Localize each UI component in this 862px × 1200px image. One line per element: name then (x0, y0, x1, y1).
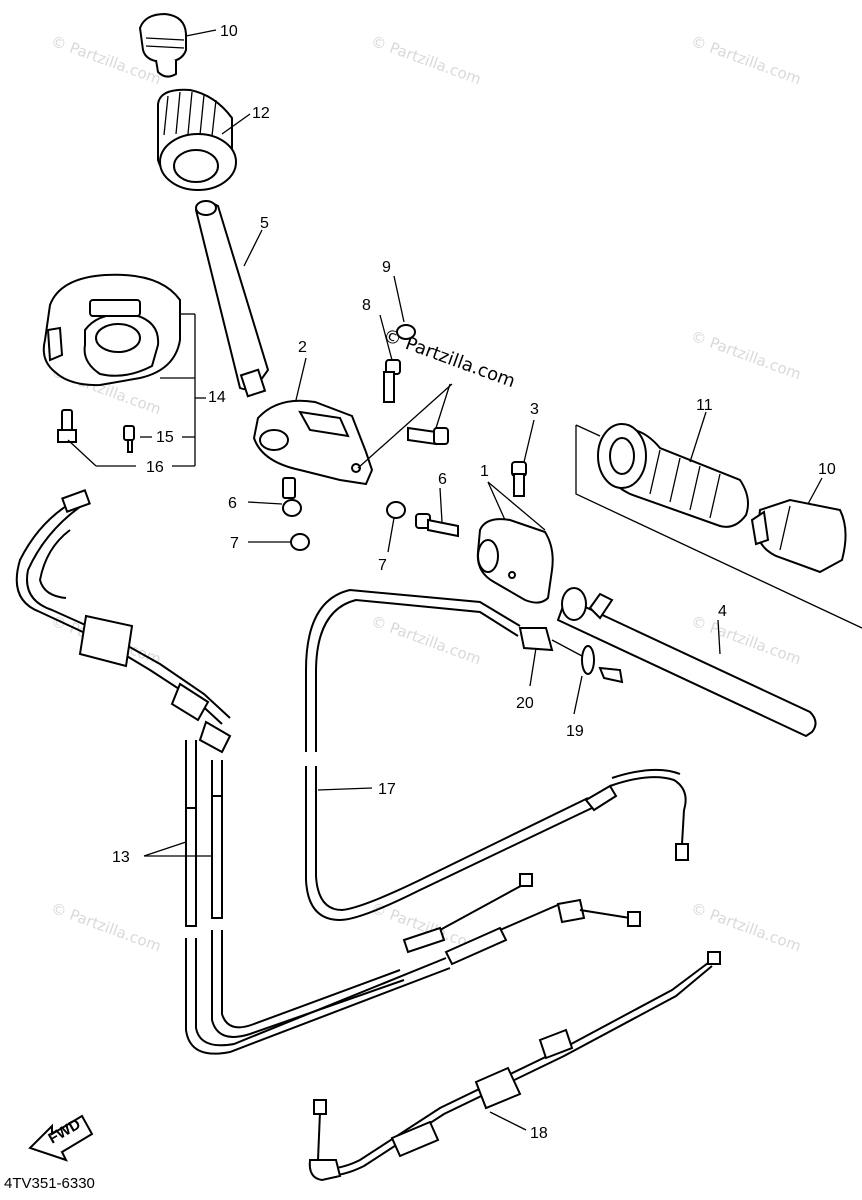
screw-7-left (290, 533, 310, 551)
callout-10-top: 10 (220, 23, 238, 40)
bolt-long (407, 426, 449, 446)
left-grip (597, 423, 749, 528)
right-switch-housing (42, 273, 181, 387)
callout-7-right: 7 (378, 557, 387, 574)
handlebar-left (556, 587, 817, 738)
watermark: © Partzilla.com (369, 612, 484, 669)
throttle-housing-lower (476, 518, 554, 604)
callout-10-right: 10 (818, 461, 836, 478)
throttle-cables (15, 489, 641, 1055)
callout-14: 14 (208, 389, 226, 406)
callout-3: 3 (530, 401, 539, 418)
grip-bracket (575, 425, 862, 629)
callout-9: 9 (382, 259, 391, 276)
callout-5: 5 (260, 215, 269, 232)
watermark: © Partzilla.com (49, 899, 164, 956)
screw-3 (511, 461, 527, 497)
watermark: © Partzilla.com (689, 327, 804, 384)
callout-13: 13 (112, 849, 130, 866)
screw-8 (383, 359, 401, 403)
callout-12: 12 (252, 105, 270, 122)
reference-code: 4TV351-6330 (4, 1175, 95, 1192)
callout-20: 20 (516, 695, 534, 712)
screw-16 (57, 409, 77, 443)
throttle-tube (194, 200, 270, 398)
callout-2: 2 (298, 339, 307, 356)
watermark: © Partzilla.com (369, 32, 484, 89)
callout-16: 16 (146, 459, 164, 476)
callout-17: 17 (378, 781, 396, 798)
grip-end-top (138, 12, 187, 78)
callout-18: 18 (530, 1125, 548, 1142)
screw-6-right (415, 513, 459, 538)
callout-6-left: 6 (228, 495, 237, 512)
grip-end-right (750, 498, 847, 574)
callout-7-left: 7 (230, 535, 239, 552)
screw-9 (396, 324, 416, 340)
clutch-cable (305, 588, 689, 922)
fwd-arrow-icon: FWD (28, 1114, 94, 1162)
callout-6-right: 6 (438, 471, 447, 488)
callout-15: 15 (156, 429, 174, 446)
callout-1: 1 (480, 463, 489, 480)
throttle-housing (252, 399, 374, 486)
callout-4: 4 (718, 603, 727, 620)
choke-cable (308, 951, 721, 1182)
watermark: © Partzilla.com (689, 899, 804, 956)
callout-19: 19 (566, 723, 584, 740)
watermark: © Partzilla.com (689, 32, 804, 89)
screw-6-left (282, 477, 302, 517)
throttle-grip (157, 88, 237, 191)
watermark: © Partzilla.com (689, 612, 804, 669)
screw-15 (123, 425, 135, 453)
callout-11: 11 (696, 397, 713, 414)
screw-7-right (386, 501, 406, 519)
cable-adjuster (518, 627, 624, 684)
callout-8: 8 (362, 297, 371, 314)
